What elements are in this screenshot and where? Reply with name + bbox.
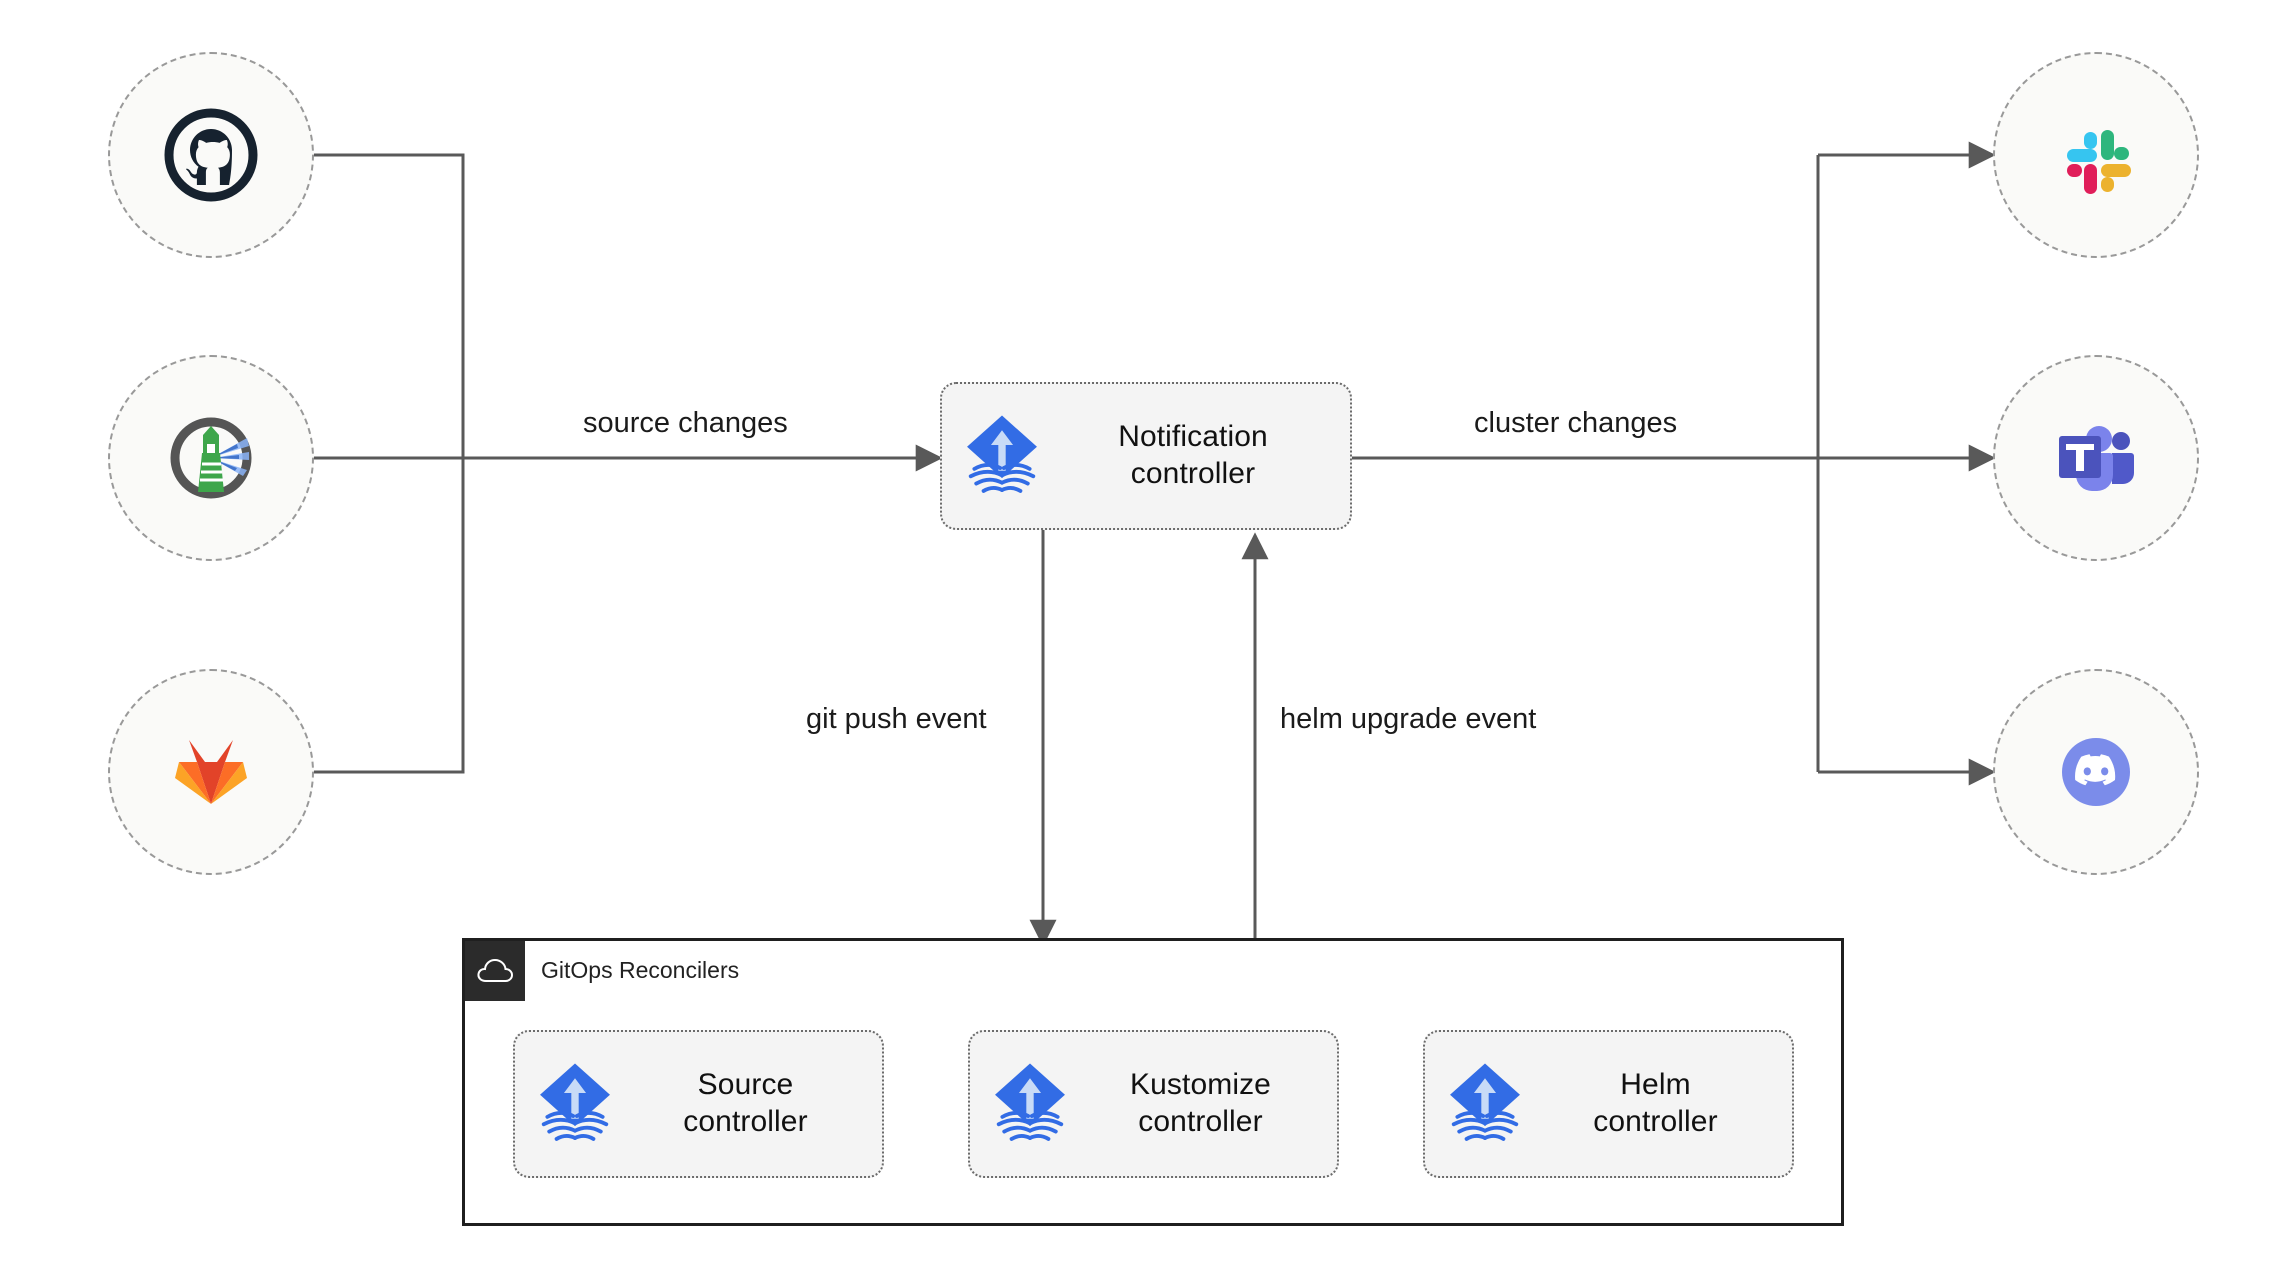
- notification-controller-node[interactable]: Notification controller: [940, 382, 1352, 530]
- group-tab: [465, 941, 525, 1001]
- flux-icon: [995, 1063, 1065, 1141]
- controller-label-helm: Helm controller: [1593, 1068, 1718, 1138]
- destination-node-slack[interactable]: [1993, 52, 2199, 258]
- group-title: GitOps Reconcilers: [541, 957, 740, 983]
- controller-node-helm[interactable]: Helm controller: [1423, 1030, 1794, 1178]
- edge-label-git-push-event: git push event: [798, 700, 995, 738]
- notification-controller-label: Notification controller: [1118, 420, 1268, 490]
- flux-icon: [967, 415, 1037, 493]
- lighthouse-icon: [170, 417, 252, 499]
- source-node-github[interactable]: [108, 52, 314, 258]
- github-icon: [164, 108, 258, 202]
- controller-node-kustomize[interactable]: Kustomize controller: [968, 1030, 1339, 1178]
- teams-icon: [2059, 426, 2134, 491]
- slack-icon: [2067, 130, 2131, 194]
- destination-node-discord[interactable]: [1993, 669, 2199, 875]
- gitlab-icon: [175, 740, 247, 804]
- flux-icon: [1450, 1063, 1520, 1141]
- discord-icon: [2062, 738, 2130, 806]
- source-node-gitlab[interactable]: [108, 669, 314, 875]
- flux-icon: [540, 1063, 610, 1141]
- edge-label-cluster-changes: cluster changes: [1466, 404, 1686, 442]
- cloud-icon: [477, 958, 514, 982]
- edge-label-helm-upgrade-event: helm upgrade event: [1272, 700, 1545, 738]
- destination-node-teams[interactable]: [1993, 355, 2199, 561]
- controller-label-kustomize: Kustomize controller: [1130, 1068, 1271, 1138]
- controller-label-source: Source controller: [683, 1068, 808, 1138]
- edge-github-to-bus: [313, 153, 465, 458]
- source-node-lighthouse[interactable]: [108, 355, 314, 561]
- controller-node-source[interactable]: Source controller: [513, 1030, 884, 1178]
- edge-gitlab-to-bus: [313, 458, 465, 774]
- edge-label-source-changes: source changes: [575, 404, 796, 442]
